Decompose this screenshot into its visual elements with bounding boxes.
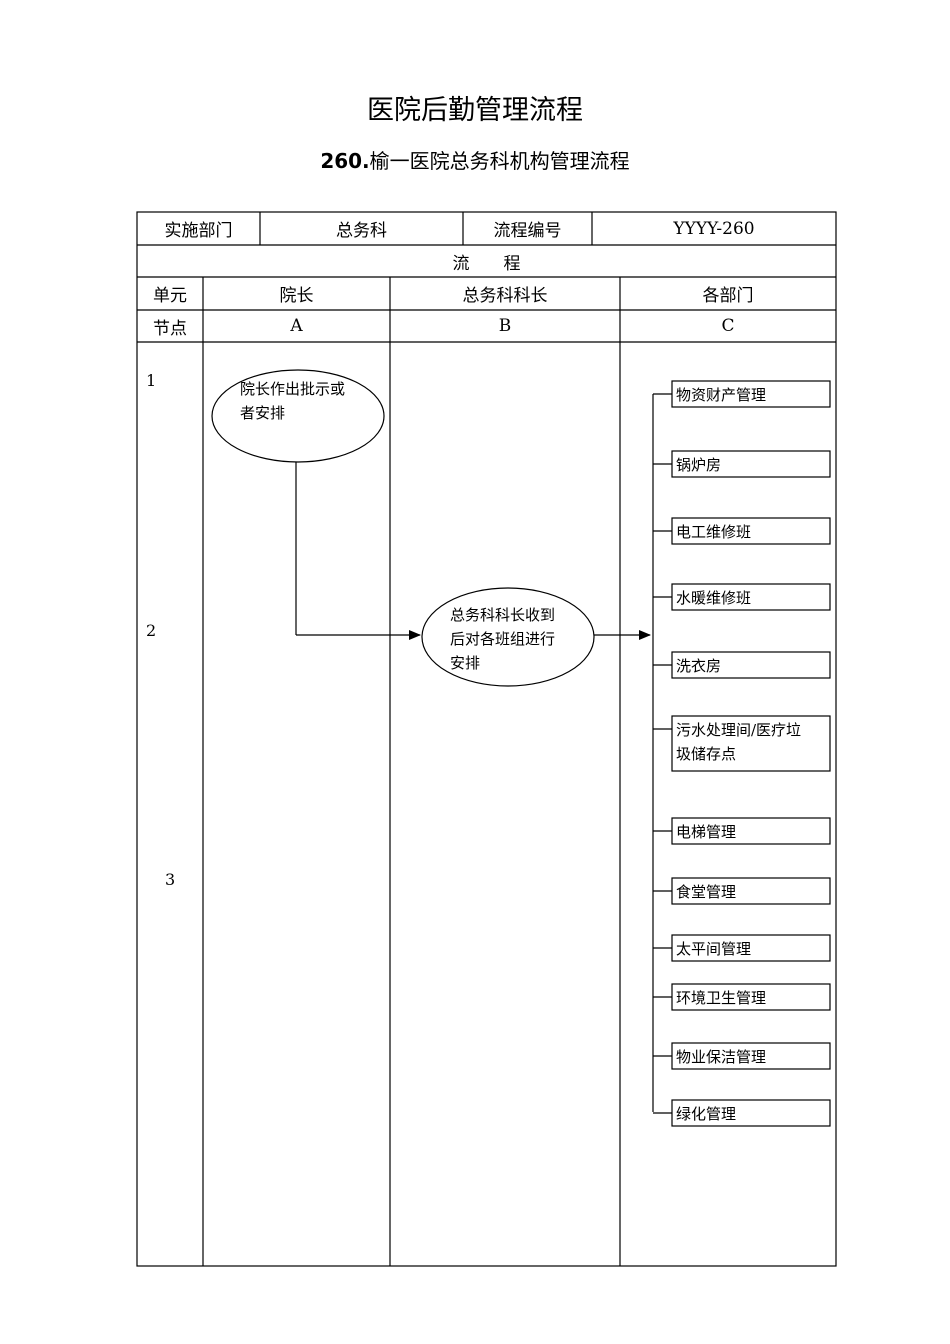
lane-node-b: B — [498, 316, 512, 336]
department-label-line: 食堂管理 — [676, 883, 737, 901]
department-label: 物业保洁管理 — [676, 1045, 766, 1069]
department-label: 绿化管理 — [676, 1102, 736, 1126]
flow-no-label: 流程编号 — [493, 221, 562, 241]
start-node-line: 者安排 — [240, 404, 286, 422]
flow-no-value: YYYY-260 — [673, 218, 755, 239]
impl-dept-label: 实施部门 — [164, 221, 233, 241]
start-node-ellipse — [211, 369, 385, 463]
middle-node-line: 安排 — [450, 654, 481, 672]
department-label: 水暖维修班 — [676, 586, 751, 610]
department-label-line: 太平间管理 — [676, 940, 752, 958]
department-label: 太平间管理 — [676, 937, 751, 961]
lane-node-a: A — [290, 316, 303, 336]
subtitle-number: 260. — [320, 149, 370, 173]
department-label-line: 污水处理间/医疗垃 — [676, 721, 802, 739]
department-label-line: 环境卫生管理 — [676, 989, 767, 1007]
start-node-text: 院长作出批示或 者安排 — [240, 377, 345, 425]
row-number-3: 3 — [165, 870, 176, 889]
department-label-line: 洗衣房 — [676, 657, 722, 675]
department-label-line: 物业保洁管理 — [676, 1048, 767, 1066]
lane-unit-c: 各部门 — [702, 286, 754, 306]
department-label: 锅炉房 — [676, 453, 721, 477]
impl-dept-value: 总务科 — [336, 221, 387, 241]
start-node-line: 院长作出批示或 — [240, 380, 346, 398]
lane-unit-a: 院长 — [279, 286, 314, 306]
document-subtitle: 260.榆一医院总务科机构管理流程 — [0, 145, 950, 174]
lane-node-c: C — [721, 316, 735, 336]
department-box — [671, 715, 831, 772]
department-label: 洗衣房 — [676, 654, 721, 678]
middle-node-text: 总务科科长收到 后对各班组进行 安排 — [450, 603, 555, 675]
department-label-line: 电梯管理 — [676, 823, 737, 841]
flow-header: 流 程 — [452, 253, 521, 274]
document-title: 医院后勤管理流程 — [367, 95, 583, 126]
department-label-line: 物资财产管理 — [676, 386, 767, 404]
department-label: 物资财产管理 — [676, 383, 766, 407]
row-number-1: 1 — [146, 371, 157, 390]
department-label-line: 圾储存点 — [676, 745, 737, 763]
lane-unit-b: 总务科科长 — [462, 286, 548, 306]
unit-label: 单元 — [153, 286, 187, 306]
department-label: 食堂管理 — [676, 880, 736, 904]
row-number-2: 2 — [146, 621, 157, 640]
department-label-line: 水暖维修班 — [676, 589, 752, 607]
department-label: 污水处理间/医疗垃圾储存点 — [676, 718, 801, 766]
middle-node-line: 总务科科长收到 — [450, 606, 556, 624]
middle-node-ellipse — [421, 587, 595, 687]
department-label: 环境卫生管理 — [676, 986, 766, 1010]
department-boxes — [653, 380, 831, 1127]
middle-node-line: 后对各班组进行 — [450, 630, 556, 648]
department-label-line: 电工维修班 — [676, 523, 752, 541]
department-label: 电工维修班 — [676, 520, 751, 544]
department-label: 电梯管理 — [676, 820, 736, 844]
subtitle-text: 榆一医院总务科机构管理流程 — [369, 149, 630, 173]
department-label-line: 锅炉房 — [676, 456, 722, 474]
node-label: 节点 — [153, 318, 187, 339]
department-label-line: 绿化管理 — [676, 1105, 737, 1123]
